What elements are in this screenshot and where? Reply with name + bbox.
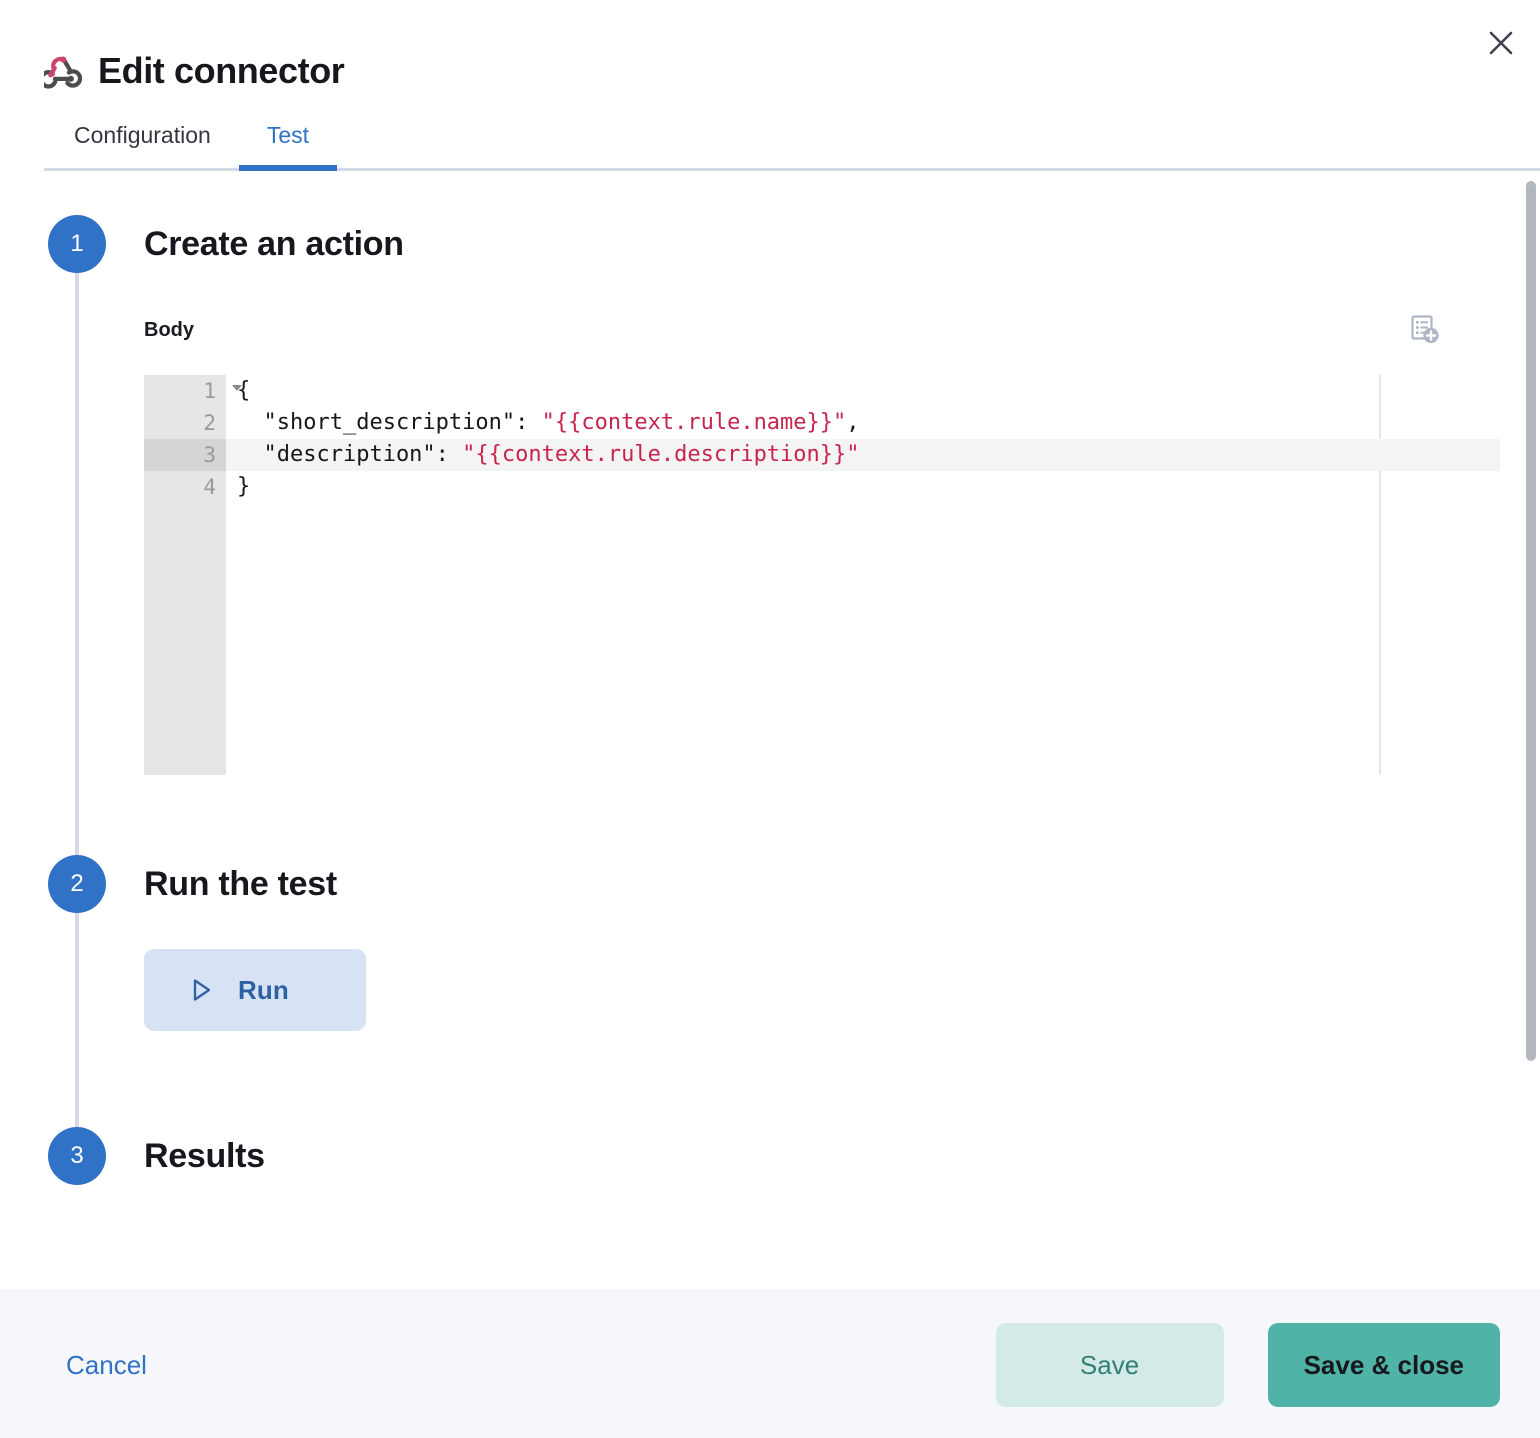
play-icon <box>193 979 211 1001</box>
step-results: 3 Results <box>0 1127 1500 1247</box>
gutter-line[interactable]: 1 <box>203 379 216 403</box>
code-token: } <box>237 474 251 499</box>
run-button[interactable]: Run <box>144 949 366 1031</box>
body-label-row: Body <box>144 309 1500 351</box>
flyout-footer: Cancel Save Save & close <box>0 1290 1540 1438</box>
editor-code-area[interactable]: { "short_description": "{{context.rule.n… <box>226 375 1500 775</box>
code-line-active: "description": "{{context.rule.descripti… <box>226 439 1500 471</box>
body-code-editor[interactable]: 1 2 3 4 { "short_description": "{{contex… <box>144 375 1500 775</box>
test-steps: 1 Create an action Body <box>0 171 1500 1247</box>
tab-test[interactable]: Test <box>238 124 338 171</box>
gutter-line[interactable]: 3 <box>144 439 226 471</box>
page-title: Edit connector <box>98 50 345 92</box>
title-row: Edit connector <box>44 46 1500 96</box>
code-line: { <box>226 375 1500 407</box>
step-2-title: Run the test <box>144 865 337 903</box>
code-token: { <box>237 378 251 403</box>
step-3-title: Results <box>144 1137 265 1175</box>
step-connector-line <box>75 273 79 855</box>
editor-gutter: 1 2 3 4 <box>144 375 226 775</box>
code-line: } <box>226 471 1500 503</box>
cancel-button[interactable]: Cancel <box>60 1338 153 1392</box>
scrollbar-thumb[interactable] <box>1526 181 1536 1061</box>
save-button[interactable]: Save <box>995 1322 1224 1407</box>
body-scrollbar[interactable] <box>1526 171 1536 1290</box>
step-1-title: Create an action <box>144 225 404 263</box>
step-2-content: Run <box>144 913 1500 1031</box>
add-variable-icon[interactable] <box>1404 309 1446 351</box>
editor-print-margin <box>1379 375 1381 775</box>
run-button-label: Run <box>238 974 289 1005</box>
body-field-label: Body <box>144 318 194 341</box>
add-variable-glyph <box>1411 315 1439 344</box>
step-create-an-action: 1 Create an action Body <box>0 215 1500 855</box>
webhook-icon <box>44 56 82 89</box>
code-fold-caret-icon[interactable] <box>232 385 242 391</box>
code-line: "short_description": "{{context.rule.nam… <box>226 407 1500 439</box>
step-3-marker: 3 <box>48 1127 106 1185</box>
code-token: "short_description": <box>237 410 542 435</box>
tab-bar: Configuration Test <box>44 124 1540 171</box>
close-glyph <box>1489 31 1513 55</box>
close-icon[interactable] <box>1478 20 1524 66</box>
flyout-body: 1 Create an action Body <box>0 171 1540 1290</box>
save-and-close-button[interactable]: Save & close <box>1267 1322 1500 1407</box>
flyout-header: Edit connector Configuration Test <box>0 0 1540 171</box>
code-token: "description": <box>237 442 463 467</box>
step-connector-line <box>75 913 79 1127</box>
code-token: , <box>846 410 860 435</box>
tab-configuration[interactable]: Configuration <box>46 124 239 171</box>
step-1-content: Body <box>144 273 1500 775</box>
gutter-line[interactable]: 2 <box>203 411 216 435</box>
code-token-string: "{{context.rule.description}}" <box>462 442 860 467</box>
footer-actions: Save Save & close <box>995 1322 1500 1407</box>
gutter-line[interactable]: 4 <box>203 475 216 499</box>
step-2-marker: 2 <box>48 855 106 913</box>
step-1-marker: 1 <box>48 215 106 273</box>
code-token-string: "{{context.rule.name}}" <box>541 410 847 435</box>
step-run-the-test: 2 Run the test Run <box>0 855 1500 1127</box>
